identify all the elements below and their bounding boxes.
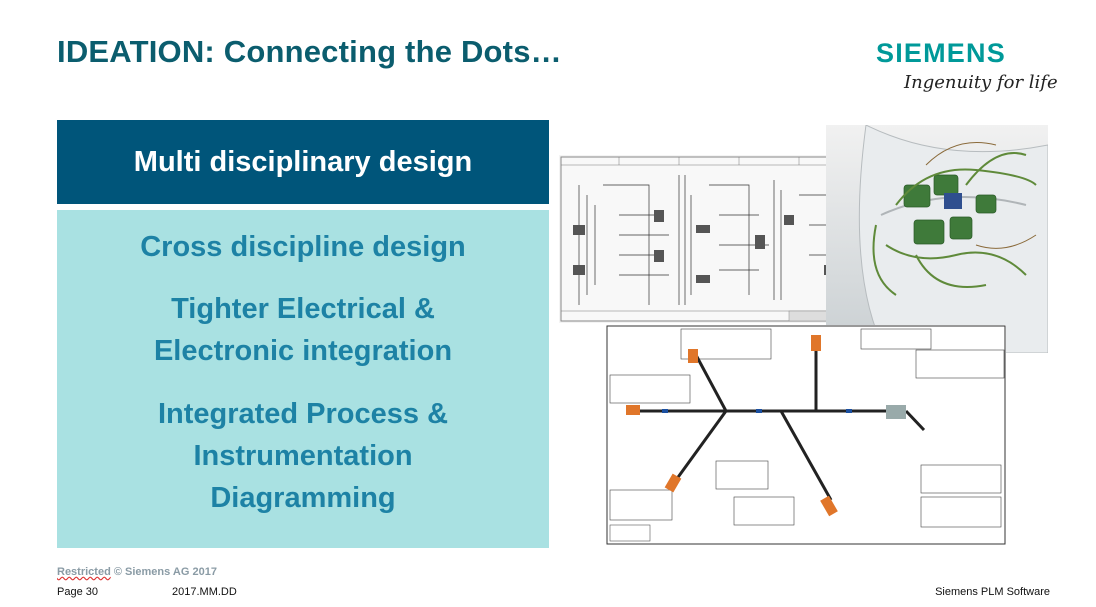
item-diagramming: Diagramming: [210, 482, 396, 514]
schematic-image: [559, 155, 867, 323]
footer-restricted: Restricted © Siemens AG 2017: [57, 566, 217, 578]
harness-3d-image: [826, 125, 1048, 353]
page-number: Page 30: [57, 586, 98, 598]
item-integrated-process: Integrated Process &: [157, 398, 449, 430]
footer-date: 2017.MM.DD: [172, 586, 237, 598]
logo-wordmark: SIEMENS: [876, 38, 1006, 68]
copyright: © Siemens AG 2017: [113, 566, 217, 578]
cable-drawing-image: [606, 325, 1006, 545]
logo-tagline: Ingenuity for life: [904, 72, 1058, 93]
footer-company: Siemens PLM Software: [935, 586, 1050, 598]
content-box: Cross discipline design Tighter Electric…: [57, 210, 549, 548]
siemens-logo: SIEMENS Ingenuity for life: [876, 38, 1058, 98]
item-tighter-electrical: Tighter Electrical &: [171, 293, 435, 325]
restricted-label: Restricted: [57, 566, 111, 578]
header-box-label: Multi disciplinary design: [133, 146, 473, 178]
cable-harness-drawing: [606, 325, 1006, 545]
schematic-drawing: [560, 156, 866, 322]
header-box: Multi disciplinary design: [57, 120, 549, 204]
item-electronic-integration: Electronic integration: [153, 335, 453, 367]
slide-title: IDEATION: Connecting the Dots…: [57, 34, 562, 69]
item-instrumentation: Instrumentation: [193, 440, 413, 472]
harness-3d-render: [826, 125, 1048, 353]
item-cross-discipline: Cross discipline design: [140, 231, 466, 263]
